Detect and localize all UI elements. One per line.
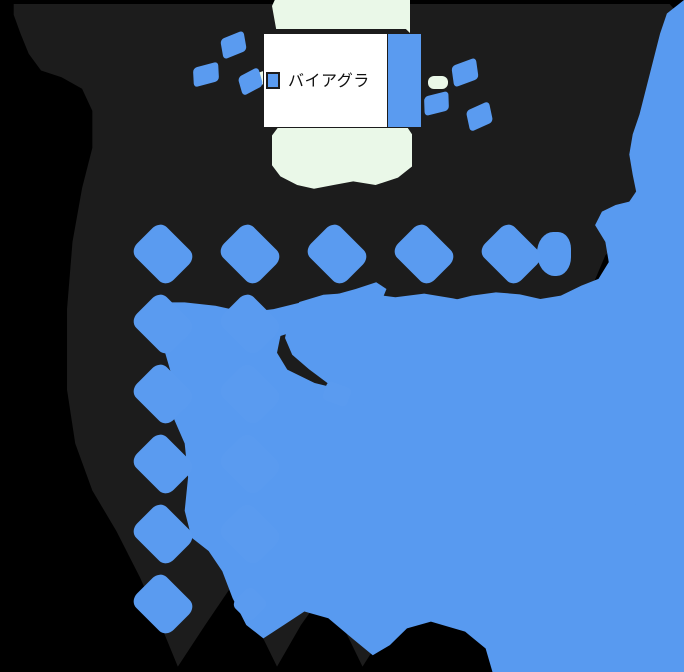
green-accent-bottom — [272, 128, 412, 189]
water-region-blob-edge — [537, 232, 571, 276]
checkbox-icon[interactable] — [266, 72, 280, 89]
viagra-label-dialog[interactable]: バイアグラ — [263, 33, 422, 128]
dialog-label-text: バイアグラ — [288, 70, 370, 90]
green-accent-top — [272, 0, 410, 33]
green-accent-chip-right — [428, 76, 448, 89]
dialog-side-panel[interactable] — [387, 34, 421, 127]
dialog-body: バイアグラ — [264, 34, 387, 127]
